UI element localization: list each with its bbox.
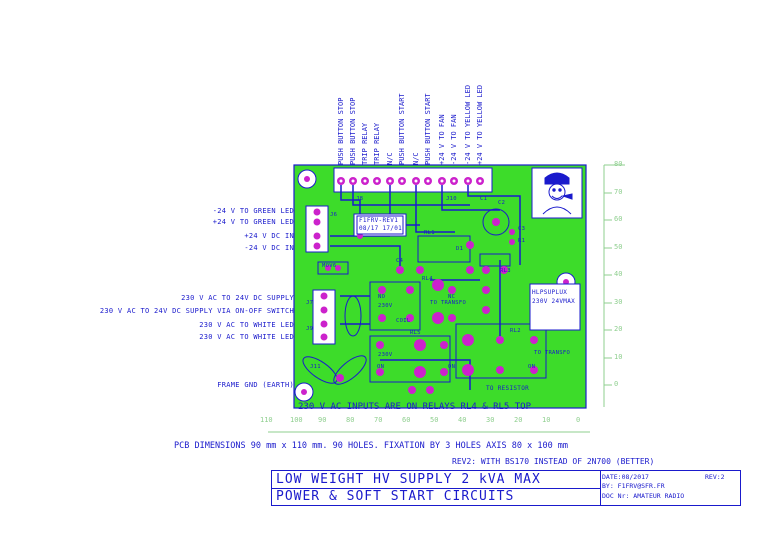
to-transfo-label-2: TO TRANSFO	[534, 350, 571, 356]
board-logo-bottom: 08/17 17/01	[359, 225, 403, 232]
left-label: +24 V DC IN	[244, 232, 294, 240]
top-label: N/C	[386, 152, 394, 165]
on-label-3: ON	[528, 364, 536, 370]
left-label: -24 V TO GREEN LED	[212, 207, 294, 215]
side-ruler-tick: 50	[614, 243, 623, 251]
left-label: -24 V DC IN	[244, 244, 294, 252]
top-label: PUSH BUTTON STOP	[349, 97, 357, 165]
d1-label: D1	[456, 246, 464, 252]
pcb-dimensions-note: PCB DIMENSIONS 90 mm x 110 mm. 90 HOLES.…	[174, 441, 569, 451]
title-rev: REV:2	[705, 473, 725, 481]
relay-rl5: RL5	[410, 330, 421, 336]
title-line-2: POWER & SOFT START CIRCUITS	[276, 489, 515, 504]
j10-label: J10	[446, 196, 457, 202]
top-label: TRIP RELAY	[361, 122, 369, 165]
ruler-tick: 80	[346, 416, 355, 424]
ruler-tick: 90	[318, 416, 327, 424]
side-ruler-tick: 60	[614, 215, 623, 223]
left-label: 230 V AC TO 24V DC SUPPLY	[181, 294, 294, 302]
top-label: -24 V TO FAN	[450, 114, 458, 165]
side-ruler-tick: 0	[614, 380, 619, 388]
j8-label: J8	[356, 196, 364, 202]
board-logo-frame	[356, 215, 404, 235]
ruler-tick: 60	[402, 416, 411, 424]
left-label: 230 V AC TO WHITE LED	[199, 321, 294, 329]
left-label: +24 V TO GREEN LED	[212, 218, 294, 226]
j11-label: J11	[310, 364, 321, 370]
board-logo-top: F1FRV-REV1	[359, 217, 399, 224]
side-ruler-tick: 30	[614, 298, 623, 306]
relay-rl3: RL3	[500, 268, 511, 274]
ruler-tick: 70	[374, 416, 383, 424]
mov-label: MOV6	[322, 263, 337, 269]
relay-rl4: RL4	[422, 276, 433, 282]
to-transfo-label: TO TRANSFO	[430, 300, 467, 306]
side-ruler-tick: 70	[614, 188, 623, 196]
c3-label: C3	[518, 226, 526, 232]
ruler-tick: 100	[290, 416, 303, 424]
on-label-2: ON	[448, 364, 456, 370]
inputs-note: 230 V AC INPUTS ARE ON RELAYS RL4 & RL5 …	[298, 402, 531, 412]
on-label: ON	[377, 364, 385, 370]
title-line-1: LOW WEIGHT HV SUPPLY 2 kVA MAX	[276, 472, 541, 487]
v230-label: 230V	[378, 303, 393, 309]
ruler-tick: 10	[542, 416, 551, 424]
top-label: PUSH BUTTON START	[424, 93, 432, 165]
left-label: 230 V AC TO WHITE LED	[199, 333, 294, 341]
j7-label: J7	[306, 300, 314, 306]
ruler-tick: 50	[430, 416, 439, 424]
right-logo-bottom: 230V 24VMAX	[532, 298, 576, 305]
top-label: TRIP RELAY	[373, 122, 381, 165]
left-connectors	[305, 205, 336, 345]
right-ruler	[603, 164, 625, 407]
coil-label: COIL	[396, 318, 411, 324]
relay-rl1: RL1	[424, 230, 435, 236]
side-ruler-tick: 10	[614, 353, 623, 361]
left-label: FRAME GND (EARTH)	[217, 381, 294, 389]
ruler-tick: 110	[260, 416, 273, 424]
right-logo-top: HLPSUPLUX	[532, 289, 568, 296]
ruler-tick: 0	[576, 416, 581, 424]
top-label: +24 V TO FAN	[438, 114, 446, 165]
title-block	[271, 470, 741, 506]
pads	[325, 229, 538, 394]
top-label: -24 V TO YELLOW LED	[464, 84, 472, 165]
mascot-icon	[542, 172, 573, 215]
j6-label: J6	[330, 212, 338, 218]
top-label: N/C	[412, 152, 420, 165]
top-label: PUSH BUTTON START	[398, 93, 406, 165]
to-resistor-label: TO RESISTOR	[486, 385, 530, 392]
ruler-tick: 20	[514, 416, 523, 424]
side-ruler-tick: 80	[614, 160, 623, 168]
ruler-tick: 40	[458, 416, 467, 424]
title-by: BY: F1FRV@SFR.FR	[602, 482, 665, 490]
nc-label: NC	[448, 294, 456, 300]
c2-label: C2	[498, 200, 506, 206]
v230-label-2: 230V	[378, 352, 393, 358]
side-ruler-tick: 20	[614, 325, 623, 333]
ruler-tick: 30	[486, 416, 495, 424]
no-label: NO	[378, 294, 386, 300]
top-label: PUSH BUTTON STOP	[337, 97, 345, 165]
rev2-note: REV2: WITH BS170 INSTEAD OF 2N700 (BETTE…	[452, 457, 655, 466]
c4-label: C4	[396, 258, 404, 264]
c1-label: C1	[480, 196, 488, 202]
top-label: +24 V TO YELLOW LED	[476, 84, 484, 165]
top-connectors	[333, 167, 493, 193]
relay-rl2: RL2	[510, 328, 521, 334]
left-label: 230 V AC TO 24V DC SUPPLY VIA ON-OFF SWI…	[99, 307, 294, 315]
j9-label: J9	[306, 326, 314, 332]
title-doc: DOC Nr: AMATEUR RADIO	[602, 492, 685, 500]
side-ruler-tick: 40	[614, 270, 623, 278]
r1-label: R1	[518, 238, 526, 244]
title-date: DATE:08/2017	[602, 473, 649, 481]
